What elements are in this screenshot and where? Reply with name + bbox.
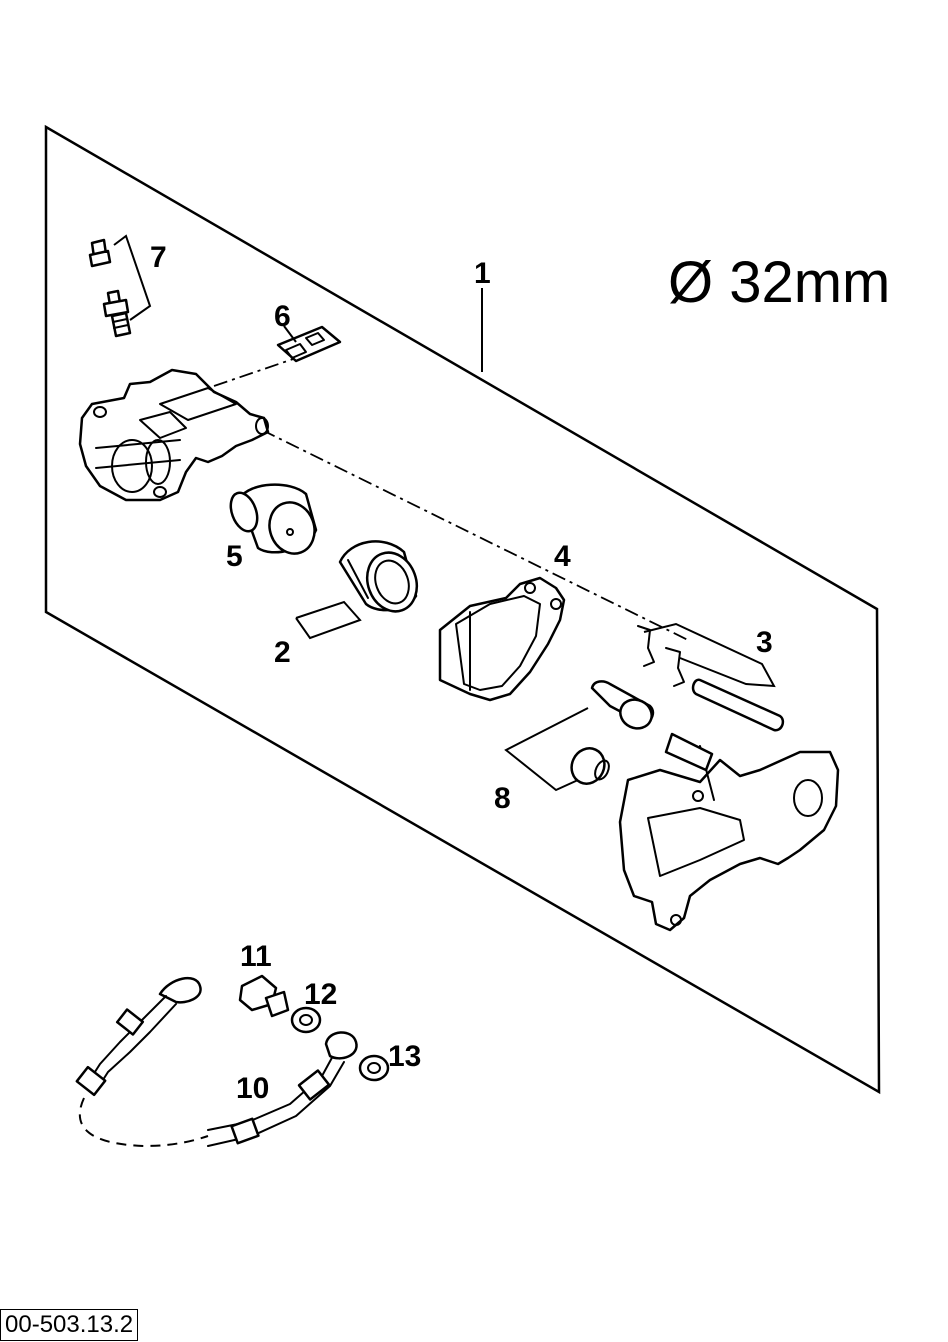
assembly-panel-outline [44, 124, 881, 1095]
bore-diameter-label: Ø 32mm [668, 250, 890, 315]
caliper-carrier-bracket [618, 745, 840, 932]
callout-1: 1 [474, 257, 491, 290]
brake-pad-set [438, 576, 566, 702]
leader-6 [283, 325, 297, 343]
drawing-code-label: 00-503.13.2 [0, 1309, 139, 1341]
callout-2: 2 [274, 636, 291, 669]
leader-3 [643, 622, 776, 688]
callout-7: 7 [150, 241, 167, 274]
banjo-bolt [238, 974, 290, 1018]
callout-8: 8 [494, 782, 511, 815]
caliper-piston [229, 483, 318, 555]
callout-5: 5 [226, 540, 243, 573]
sealing-washer-upper [290, 1006, 322, 1034]
sealing-washer-lower [358, 1054, 390, 1082]
callout-6: 6 [274, 300, 291, 333]
guide-pin-upper [590, 680, 655, 730]
bleed-screw-upper [88, 238, 112, 268]
bleed-screw-lower [102, 289, 132, 338]
leader-2 [295, 600, 362, 640]
pad-retaining-spring [276, 325, 342, 363]
callout-11: 11 [240, 940, 272, 973]
axis-line-main [261, 429, 689, 641]
guide-pin-lower [570, 747, 610, 785]
brake-hose [75, 976, 358, 1148]
brake-caliper-body [78, 368, 270, 502]
callout-13: 13 [388, 1040, 421, 1073]
leader-8 [504, 707, 589, 792]
callout-3: 3 [756, 626, 773, 659]
piston-seal-kit [338, 540, 419, 613]
pad-pin-clips [637, 625, 785, 732]
callout-4: 4 [554, 540, 571, 573]
guide-pin-short [664, 732, 714, 772]
leader-7 [113, 234, 152, 321]
callout-12: 12 [304, 978, 337, 1011]
callout-10: 10 [236, 1072, 269, 1105]
axis-line-upper [213, 354, 306, 387]
